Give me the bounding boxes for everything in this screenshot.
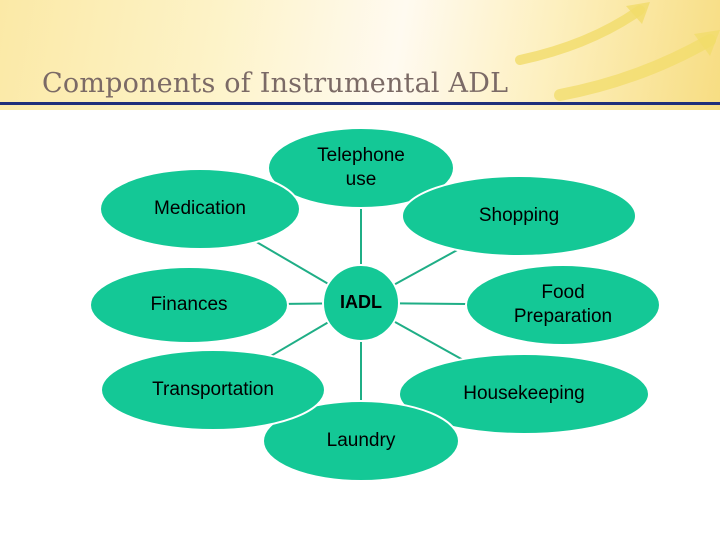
node-transportation-shape [100, 349, 326, 431]
node-laundry: Laundry [262, 400, 460, 482]
node-food-label: Food [541, 282, 584, 303]
node-shopping-shape [401, 175, 637, 257]
node-medication-shape [99, 168, 301, 250]
node-telephone-label: Telephone [317, 145, 405, 166]
node-medication-label: Medication [154, 198, 246, 219]
decorative-arrows [515, 2, 720, 101]
slide-title: Components of Instrumental ADL [42, 68, 509, 99]
hub-node-label: IADL [340, 292, 382, 312]
header-rule [0, 102, 720, 105]
node-medication: Medication [99, 168, 301, 250]
connectors [256, 208, 467, 401]
hub-node: IADL [322, 264, 400, 342]
node-transportation-label: Transportation [152, 379, 274, 400]
node-food-shape [465, 264, 661, 346]
node-telephone-shape [267, 127, 455, 209]
connector-housekeeping [393, 320, 463, 361]
nodes: Telephone useShoppingFoodPreparationHouse… [89, 127, 661, 482]
node-housekeeping: Housekeeping [398, 353, 650, 435]
hub-node-shape [322, 264, 400, 342]
connector-food [398, 302, 467, 306]
connector-transportation [270, 321, 329, 357]
connector-shopping [393, 249, 458, 286]
node-telephone-label: use [346, 169, 377, 190]
connector-medication [256, 241, 329, 285]
node-laundry-label: Laundry [327, 430, 396, 451]
node-transportation: Transportation [100, 349, 326, 431]
node-housekeeping-shape [398, 353, 650, 435]
node-finances-shape [89, 266, 289, 344]
node-telephone: Telephone use [267, 127, 455, 209]
node-finances: Finances [89, 266, 289, 344]
header-band [0, 0, 720, 110]
node-shopping-label: Shopping [479, 205, 559, 226]
node-housekeeping-label: Housekeeping [463, 383, 584, 404]
node-laundry-shape [262, 400, 460, 482]
node-finances-label: Finances [150, 294, 227, 315]
node-food-label: Preparation [514, 306, 612, 327]
node-shopping: Shopping [401, 175, 637, 257]
